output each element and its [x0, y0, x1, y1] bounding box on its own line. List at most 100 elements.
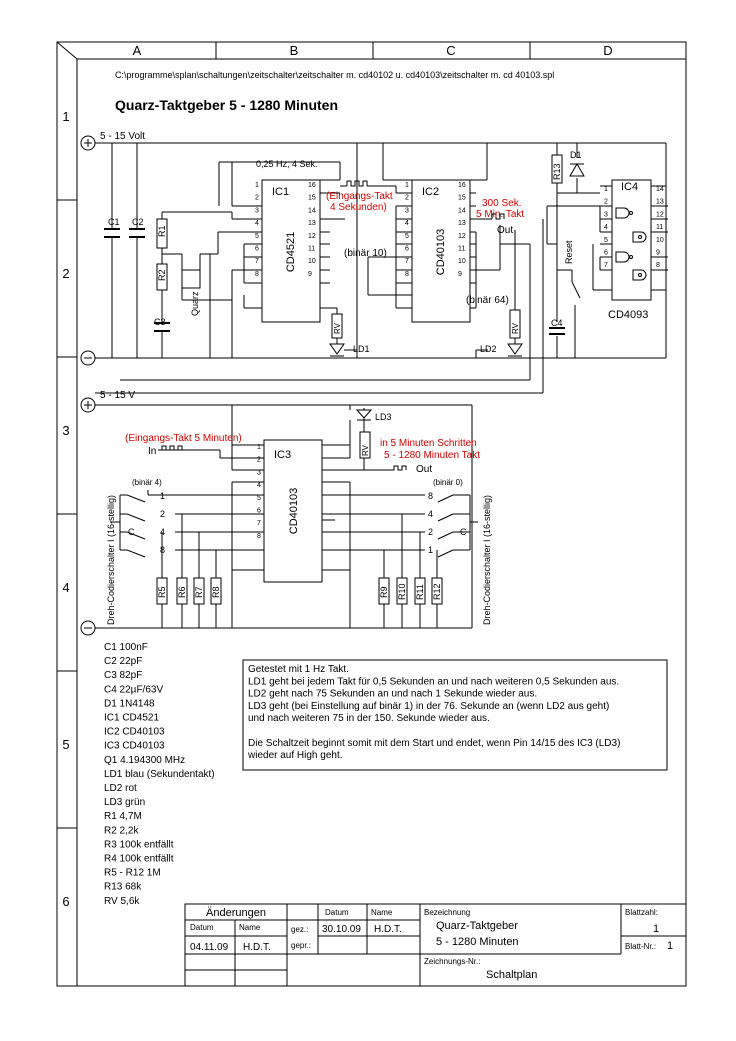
r6-resistor — [176, 577, 188, 605]
row-label-2: 2 — [62, 266, 69, 281]
pin-number: 13 — [458, 220, 466, 227]
ic4-label: IC4 — [621, 181, 638, 193]
r2-label: R2 — [157, 269, 167, 281]
clock-waveforms — [346, 180, 505, 220]
pin-number: 8 — [405, 271, 409, 278]
pin-number: 10 — [308, 258, 316, 265]
parts-list-item: R5 - R12 1M — [104, 868, 161, 879]
ld3-label: LD3 — [375, 412, 392, 422]
changes-header: Änderungen — [206, 907, 266, 919]
binaer-64-label: (binär 64) — [466, 295, 509, 306]
rv-label-3: RV — [361, 444, 370, 456]
freq-label: 0,25 Hz, 4 Sek. — [256, 159, 318, 169]
note-line: Die Schaltzeit beginnt somit mit dem Sta… — [248, 738, 620, 749]
binaer-4-label: (binär 4) — [132, 478, 162, 487]
gepr-label: gepr.: — [291, 941, 311, 950]
pin-number: 15 — [458, 195, 466, 202]
ld1-led — [329, 343, 345, 355]
column-label-b: B — [290, 43, 299, 58]
r1-label: R1 — [157, 225, 167, 237]
note-line: wieder auf High geht. — [247, 750, 343, 761]
nand-gates — [615, 207, 647, 281]
lower-circuit-wiring — [95, 379, 530, 629]
reset-label: Reset — [564, 240, 574, 264]
pin-number: 2 — [257, 457, 261, 464]
d1-label: D1 — [570, 150, 582, 160]
gez-name-label: Name — [371, 908, 393, 917]
pin-number: 11 — [656, 224, 663, 231]
pin-number: 3 — [604, 211, 608, 218]
notes-box — [242, 659, 668, 771]
switch-label-right: Dreh-Codierschalter I (16-stellig) — [482, 495, 492, 625]
row-label-6: 6 — [62, 894, 69, 909]
pin-number: 5 — [405, 233, 409, 240]
quartz-label: Quarz — [190, 291, 200, 316]
note-line: Getestet mit 1 Hz Takt. — [248, 664, 349, 675]
parts-list-item: RV 5,6k — [104, 896, 140, 907]
ic3-label: IC3 — [274, 449, 291, 461]
pin-number: 9 — [656, 250, 660, 257]
r11-label: R11 — [415, 584, 425, 600]
pin-number: 11 — [458, 246, 465, 253]
svg-text:4: 4 — [160, 527, 165, 537]
pin-number: 4 — [257, 482, 261, 489]
pin-number: 7 — [604, 262, 608, 269]
ic3-type: CD40103 — [288, 488, 300, 534]
parts-list-item: R4 100k entfällt — [104, 854, 174, 865]
out-label-upper: Out — [497, 225, 513, 236]
pin-number: 8 — [257, 533, 261, 540]
out-label-lower: Out — [416, 464, 432, 475]
pin-number: 1 — [255, 182, 259, 189]
rv-label-1: RV — [333, 322, 342, 334]
change-name-label: Name — [239, 923, 261, 932]
r13-resistor — [551, 154, 563, 184]
ic1-label: IC1 — [272, 186, 289, 198]
svg-text:1: 1 — [160, 491, 165, 501]
pin-number: 4 — [604, 224, 608, 231]
rv-resistor-1 — [331, 313, 343, 339]
input-clock-2-label: (Eingangs-Takt 5 Minuten) — [125, 433, 242, 444]
rv-label-2: RV — [511, 322, 520, 334]
pin-number: 6 — [405, 246, 409, 253]
change-datum-label: Datum — [190, 923, 214, 932]
pin-number: 8 — [255, 271, 259, 278]
pin-number: 3 — [255, 207, 259, 214]
ic1-box — [261, 179, 321, 323]
pin-number: 1 — [257, 444, 261, 451]
svg-text:1: 1 — [428, 545, 433, 555]
rv-resistor-3 — [359, 431, 371, 459]
parts-list-item: R13 68k — [104, 882, 142, 893]
r9-label: R9 — [379, 586, 389, 598]
binaer-0-label: (binär 0) — [433, 478, 463, 487]
zeichnungsnr-value: Schaltplan — [486, 969, 537, 981]
ic2-label: IC2 — [422, 186, 439, 198]
in-label: In — [148, 446, 156, 457]
ld1-label: LD1 — [353, 344, 370, 354]
r7-label: R7 — [194, 586, 204, 598]
change-name: H.D.T. — [243, 942, 271, 953]
ld3-led — [355, 409, 373, 419]
row-label-4: 4 — [62, 580, 69, 595]
pin-number: 4 — [405, 220, 409, 227]
supply-label-bottom: 5 - 15 V — [100, 390, 135, 401]
title-block — [184, 903, 687, 987]
supply-label-top: 5 - 15 Volt — [100, 131, 145, 142]
pin-number: 8 — [656, 262, 660, 269]
pin-number: 4 — [255, 220, 259, 227]
column-label-c: C — [446, 43, 455, 58]
pin-number: 14 — [458, 207, 466, 214]
pin-number: 13 — [656, 199, 664, 206]
svg-text:2: 2 — [160, 509, 165, 519]
pin-number: 7 — [257, 520, 261, 527]
column-label-d: D — [603, 43, 612, 58]
r12-label: R12 — [432, 583, 442, 600]
zeichnungsnr-label: Zeichnungs-Nr.: — [424, 957, 480, 966]
parts-list-item: LD1 blau (Sekundentakt) — [104, 769, 215, 780]
pin-number: 5 — [257, 495, 261, 502]
pin-number: 14 — [308, 207, 316, 214]
pin-number: 7 — [255, 258, 259, 265]
pin-number: 14 — [656, 186, 664, 193]
parts-list-item: IC3 CD40103 — [104, 741, 165, 752]
